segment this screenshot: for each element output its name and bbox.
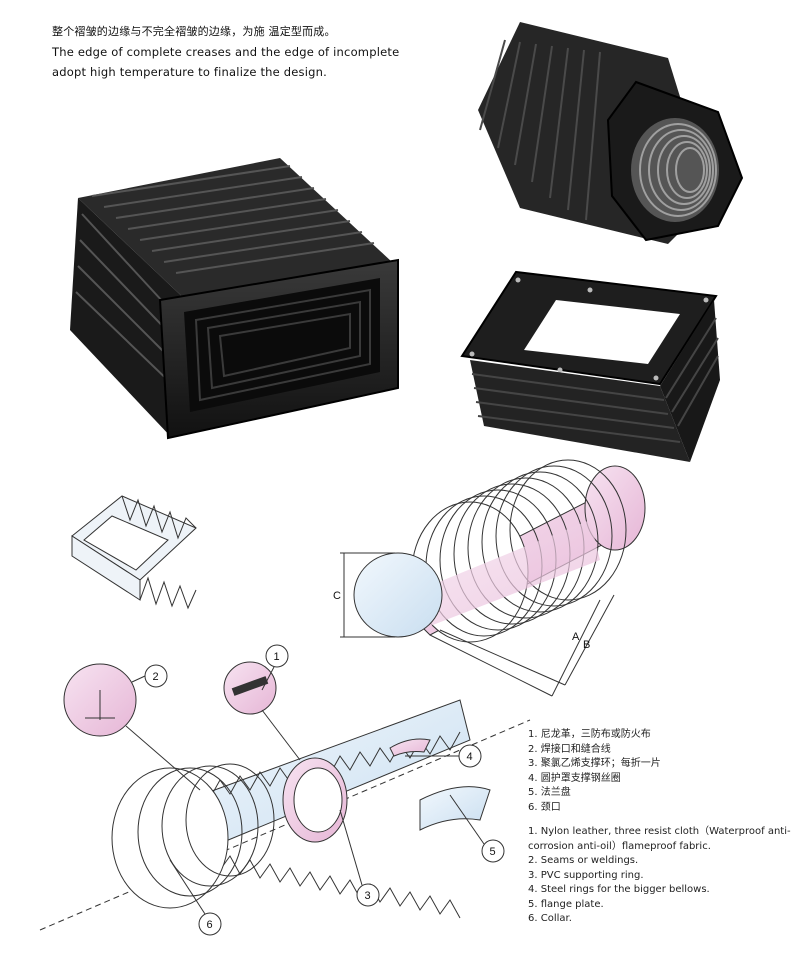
legend-zh-item: 3. 聚氯乙烯支撑环；每折一片 — [528, 758, 661, 769]
legend-zh-item: 5. 法兰盘 — [528, 787, 571, 798]
legend-zh-item: 4. 圆护罩支撑钢丝圈 — [528, 772, 621, 784]
legend-zh-item: 2. 焊接口和缝合线 — [528, 743, 611, 755]
legend-zh-item: 6. 颈口 — [528, 801, 561, 813]
dimension-label-b: B — [583, 639, 590, 651]
small-bellows-schematic — [71, 495, 197, 610]
callout-1: 1 — [274, 651, 280, 663]
flanged-bellows-photo — [460, 270, 720, 462]
callout-2: 2 — [153, 671, 159, 683]
legend-zh-item: 1. 尼龙革，三防布或防火布 — [528, 729, 651, 740]
intro-line-en-2: adopt high temperature to finalize the d… — [52, 65, 327, 79]
dimension-label-a: A — [572, 631, 580, 643]
legend-en-item: 1. Nylon leather, three resist cloth（Wat… — [528, 826, 791, 852]
legend-en-item: 6. Collar. — [528, 913, 572, 924]
round-bellows-photo — [478, 22, 744, 244]
legend-en: 1. Nylon leather, three resist cloth（Wat… — [528, 825, 793, 927]
legend-en-item: 5. flange plate. — [528, 898, 604, 910]
legend-en-item: 3. PVC supporting ring. — [528, 869, 644, 881]
dimension-diagram: C A B — [333, 459, 646, 697]
parts-legend: 1. 尼龙革，三防布或防火布 2. 焊接口和缝合线 3. 聚氯乙烯支撑环；每折一… — [528, 728, 793, 927]
callout-3: 3 — [365, 890, 371, 902]
exploded-bellows-diagram: 1 2 3 4 5 6 — [39, 644, 531, 936]
callout-5: 5 — [490, 846, 496, 858]
rectangular-bellows-photo — [70, 158, 399, 440]
legend-en-item: 4. Steel rings for the bigger bellows. — [528, 884, 710, 895]
legend-en-item: 2. Seams or weldings. — [528, 855, 639, 866]
callout-4: 4 — [467, 751, 473, 763]
callout-6: 6 — [207, 919, 213, 931]
intro-text: 整个褶皱的边缘与不完全褶皱的边缘，为施 温定型而成。 The edge of c… — [52, 22, 432, 82]
intro-line-zh: 整个褶皱的边缘与不完全褶皱的边缘，为施 温定型而成。 — [52, 25, 336, 38]
intro-line-en-1: The edge of complete creases and the edg… — [52, 45, 400, 59]
legend-zh: 1. 尼龙革，三防布或防火布 2. 焊接口和缝合线 3. 聚氯乙烯支撑环；每折一… — [528, 728, 793, 815]
dimension-label-c: C — [333, 590, 341, 602]
